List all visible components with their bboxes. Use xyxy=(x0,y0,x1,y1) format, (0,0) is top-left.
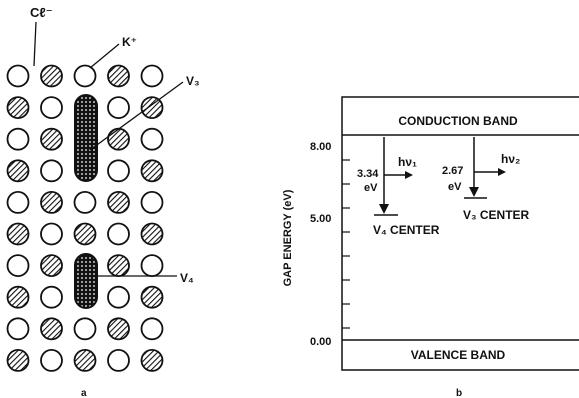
k-ion xyxy=(142,318,163,339)
k-ion xyxy=(41,160,62,181)
k-ion-label: K⁺ xyxy=(122,35,137,49)
cl-ion xyxy=(108,318,129,339)
v3-center-dumbbell xyxy=(75,95,97,181)
v4-center-label: V₄ CENTER xyxy=(373,223,440,237)
k-ion xyxy=(41,97,62,118)
v3-leader-line xyxy=(90,82,183,150)
y-tick-8: 8.00 xyxy=(310,141,331,153)
k-ion xyxy=(8,192,29,213)
v4-photon-label: hν₁ xyxy=(398,155,417,169)
k-ion xyxy=(41,287,62,308)
valence-band-label: VALENCE BAND xyxy=(411,348,506,362)
k-ion xyxy=(108,350,129,371)
y-tick-5: 5.00 xyxy=(310,213,331,225)
k-ion xyxy=(41,224,62,245)
k-ion xyxy=(142,129,163,150)
k-ion xyxy=(142,255,163,276)
k-ion xyxy=(108,224,129,245)
k-ion xyxy=(75,318,96,339)
k-ion xyxy=(75,66,96,87)
k-ion xyxy=(8,255,29,276)
cl-ion xyxy=(41,255,62,276)
v4-energy-unit: eV xyxy=(364,182,378,194)
cl-ion xyxy=(41,192,62,213)
cl-ion xyxy=(41,66,62,87)
v4-photon-arrowhead xyxy=(405,171,413,179)
v3-arrowhead xyxy=(469,187,479,197)
k-ion xyxy=(75,192,96,213)
cl-ion-label: Cℓ⁻ xyxy=(30,5,53,20)
k-ion xyxy=(8,66,29,87)
cl-ion xyxy=(108,192,129,213)
cl-ion xyxy=(8,287,29,308)
v4-center-dumbbell xyxy=(75,254,97,308)
cl-ion xyxy=(41,318,62,339)
k-ion xyxy=(41,350,62,371)
k-ion xyxy=(8,318,29,339)
k-ion xyxy=(108,160,129,181)
k-ion xyxy=(108,287,129,308)
cl-ion xyxy=(142,160,163,181)
v3-photon-label: hν₂ xyxy=(501,152,520,166)
k-ion xyxy=(142,192,163,213)
cl-ion xyxy=(75,350,96,371)
cl-ion xyxy=(75,224,96,245)
v4-arrowhead xyxy=(379,204,389,214)
k-ion xyxy=(8,129,29,150)
cl-ion xyxy=(108,255,129,276)
v4-label: V₄ xyxy=(180,271,194,285)
cl-ion xyxy=(142,287,163,308)
cl-ion xyxy=(142,350,163,371)
v3-photon-arrowhead xyxy=(498,168,506,176)
v3-energy-value: 2.67 xyxy=(442,165,463,177)
cl-leader-line xyxy=(34,22,36,66)
y-axis-minor-ticks xyxy=(342,160,350,328)
v3-center-label: V₃ CENTER xyxy=(463,208,530,222)
cl-ion xyxy=(142,97,163,118)
v3-label: V₃ xyxy=(186,74,200,88)
y-axis-label: GAP ENERGY (eV) xyxy=(282,189,294,286)
cl-ion xyxy=(142,224,163,245)
cl-ion xyxy=(8,224,29,245)
panel-b-caption: b xyxy=(456,388,462,398)
k-ion xyxy=(108,97,129,118)
k-leader-line xyxy=(90,44,119,68)
y-tick-0: 0.00 xyxy=(310,336,331,348)
cl-ion xyxy=(8,97,29,118)
energy-diagram: CONDUCTION BAND VALENCE BAND 8.00 5.00 0… xyxy=(282,97,579,398)
v4-energy-value: 3.34 xyxy=(357,168,379,180)
panel-a-caption: a xyxy=(81,388,87,398)
cl-ion xyxy=(108,66,129,87)
cl-ion xyxy=(8,160,29,181)
cl-ion xyxy=(8,350,29,371)
v3-energy-unit: eV xyxy=(448,181,462,193)
cl-ion xyxy=(108,129,129,150)
conduction-band-label: CONDUCTION BAND xyxy=(398,114,518,128)
k-ion xyxy=(142,66,163,87)
cl-ion xyxy=(41,129,62,150)
